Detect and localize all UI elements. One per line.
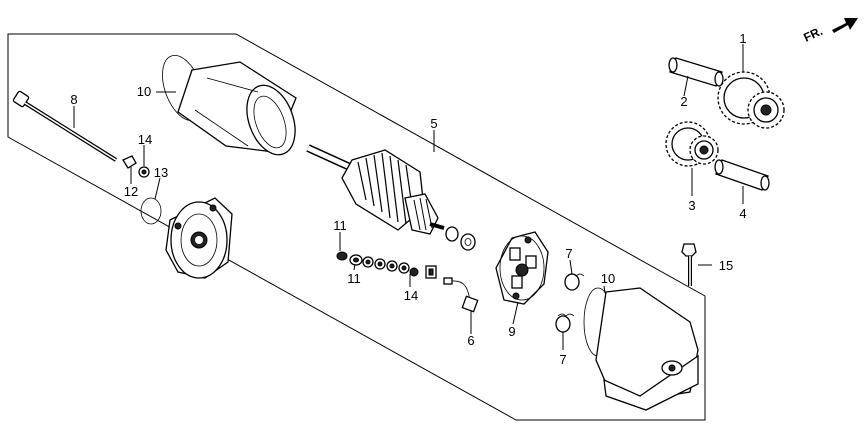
o-ring-part-13 <box>140 197 162 225</box>
callout-8: 8 <box>70 92 77 107</box>
shaft-part-4 <box>714 159 770 191</box>
callout-6: 6 <box>467 333 474 348</box>
callout-11-upper: 11 <box>333 218 347 233</box>
fr-direction-marker: FR. <box>801 18 858 45</box>
leader-lines <box>73 44 744 350</box>
spring-part-7-upper <box>564 273 585 291</box>
callout-4: 4 <box>739 206 746 221</box>
callout-13: 13 <box>154 165 168 180</box>
brush-part-6 <box>443 277 479 313</box>
gear-part-3 <box>665 121 719 167</box>
washer-part-12 <box>122 155 137 169</box>
washer-b <box>460 233 476 251</box>
shaft-part-2 <box>668 57 724 87</box>
armature-part-5 <box>306 144 445 235</box>
callout-12: 12 <box>124 184 138 199</box>
gear-part-1 <box>717 71 785 129</box>
forward-arrow-icon <box>832 18 858 33</box>
fr-label: FR. <box>801 24 824 45</box>
rear-cover-part-10 <box>583 287 699 411</box>
callout-14-lower: 14 <box>404 288 418 303</box>
callout-labels: 1 2 3 4 5 6 7 7 8 9 10 10 11 11 12 13 14… <box>70 31 746 367</box>
spring-part-7-lower <box>555 313 575 333</box>
brush-holder-part-9 <box>495 231 549 305</box>
callout-10-lower: 10 <box>601 271 615 286</box>
callout-3: 3 <box>688 198 695 213</box>
callout-11-lower: 11 <box>347 271 361 286</box>
callout-15: 15 <box>719 258 733 273</box>
washer-a <box>445 226 459 242</box>
callout-14-upper: 14 <box>138 132 152 147</box>
front-cover <box>165 197 233 279</box>
bolt-part-15 <box>681 243 697 286</box>
yoke-housing-part-10 <box>162 55 297 156</box>
callout-1: 1 <box>739 31 746 46</box>
callout-10-upper: 10 <box>137 84 151 99</box>
callout-5: 5 <box>430 116 437 131</box>
small-hardware-row <box>336 251 437 279</box>
assembly-boundary <box>7 33 706 421</box>
callout-2: 2 <box>680 94 687 109</box>
callout-7-lower: 7 <box>559 352 566 367</box>
bolt-part-8 <box>12 90 118 162</box>
callout-7-upper: 7 <box>565 246 572 261</box>
callout-9: 9 <box>508 324 515 339</box>
